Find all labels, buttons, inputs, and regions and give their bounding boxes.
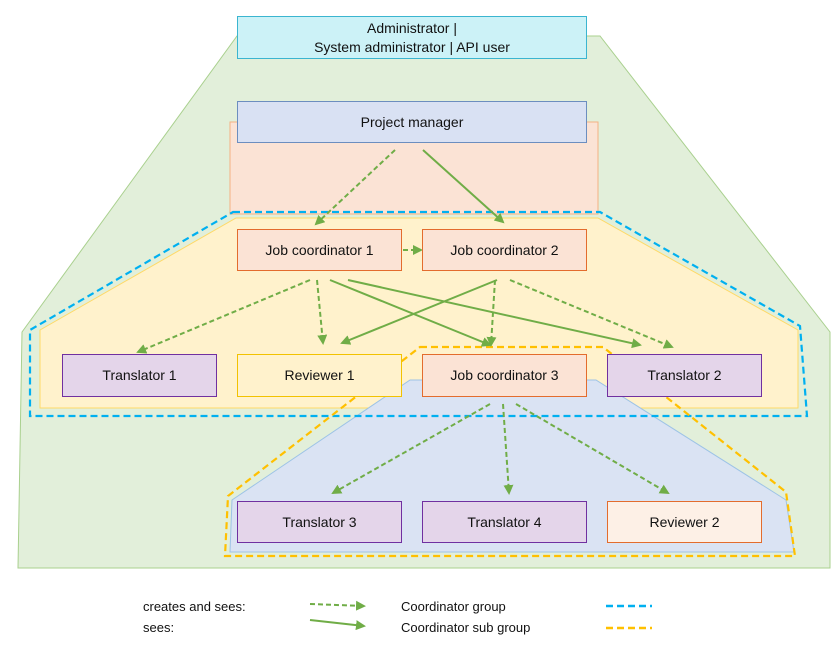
coordinator-sub-group-outline [223, 345, 797, 558]
translator-2-box: Translator 2 [607, 354, 762, 397]
arrow-jc1-to-reviewer1 [316, 279, 328, 345]
arrow-jc2-to-jc3 [486, 279, 497, 347]
reviewer-1-label: Reviewer 1 [284, 367, 355, 383]
legend-sees-arrow [309, 619, 366, 631]
arrow-jc3-to-translator4 [502, 403, 514, 495]
translator-3-label: Translator 3 [282, 513, 357, 530]
translator-4-box: Translator 4 [422, 501, 587, 543]
administrator-box: Administrator | System administrator | A… [237, 16, 587, 59]
job-coordinator-1-box: Job coordinator 1 [237, 229, 402, 271]
legend-coordinator-group-label: Coordinator group [401, 599, 506, 614]
translator-1-box: Translator 1 [62, 354, 217, 397]
arrow-pm-to-jc2 [422, 149, 505, 224]
arrow-jc1-to-translator1 [136, 279, 311, 354]
project-manager-box: Project manager [237, 101, 587, 143]
legend-sees-label: sees: [143, 620, 175, 635]
reviewer-2-box: Reviewer 2 [607, 501, 762, 543]
job-coordinator-3-label: Job coordinator 3 [450, 367, 559, 383]
legend-coordinator-sub-group-label: Coordinator sub group [401, 620, 531, 635]
translator-3-box: Translator 3 [237, 501, 402, 543]
job-coordinator-1-label: Job coordinator 1 [265, 241, 374, 258]
legend-creates-and-sees-arrow [309, 600, 366, 611]
arrow-jc2-to-translator2 [509, 279, 674, 349]
arrow-jc1-to-jc3 [329, 279, 492, 347]
job-coordinator-3-box: Job coordinator 3 [422, 354, 587, 397]
project-manager-label: Project manager [360, 113, 464, 130]
job-coordinator-2-box: Job coordinator 2 [422, 229, 587, 271]
reviewer-2-label: Reviewer 2 [649, 513, 720, 530]
administrator-roles-label: System administrator | API user [314, 38, 510, 55]
legend-creates-and-sees-label: creates and sees: [143, 599, 246, 614]
arrow-jc3-to-translator3 [331, 403, 491, 494]
reviewer-1-box: Reviewer 1 [237, 354, 402, 397]
translator-2-label: Translator 2 [647, 367, 722, 383]
translator-1-label: Translator 1 [102, 367, 177, 383]
arrow-jc3-to-reviewer2 [515, 403, 670, 495]
job-coordinator-2-label: Job coordinator 2 [450, 241, 559, 258]
translator-4-label: Translator 4 [467, 513, 542, 530]
coordinator-group-outline [28, 210, 809, 418]
arrow-pm-to-jc1 [314, 149, 396, 226]
administrator-label: Administrator | [367, 19, 457, 36]
arrow-jc2-to-reviewer1 [340, 279, 498, 345]
